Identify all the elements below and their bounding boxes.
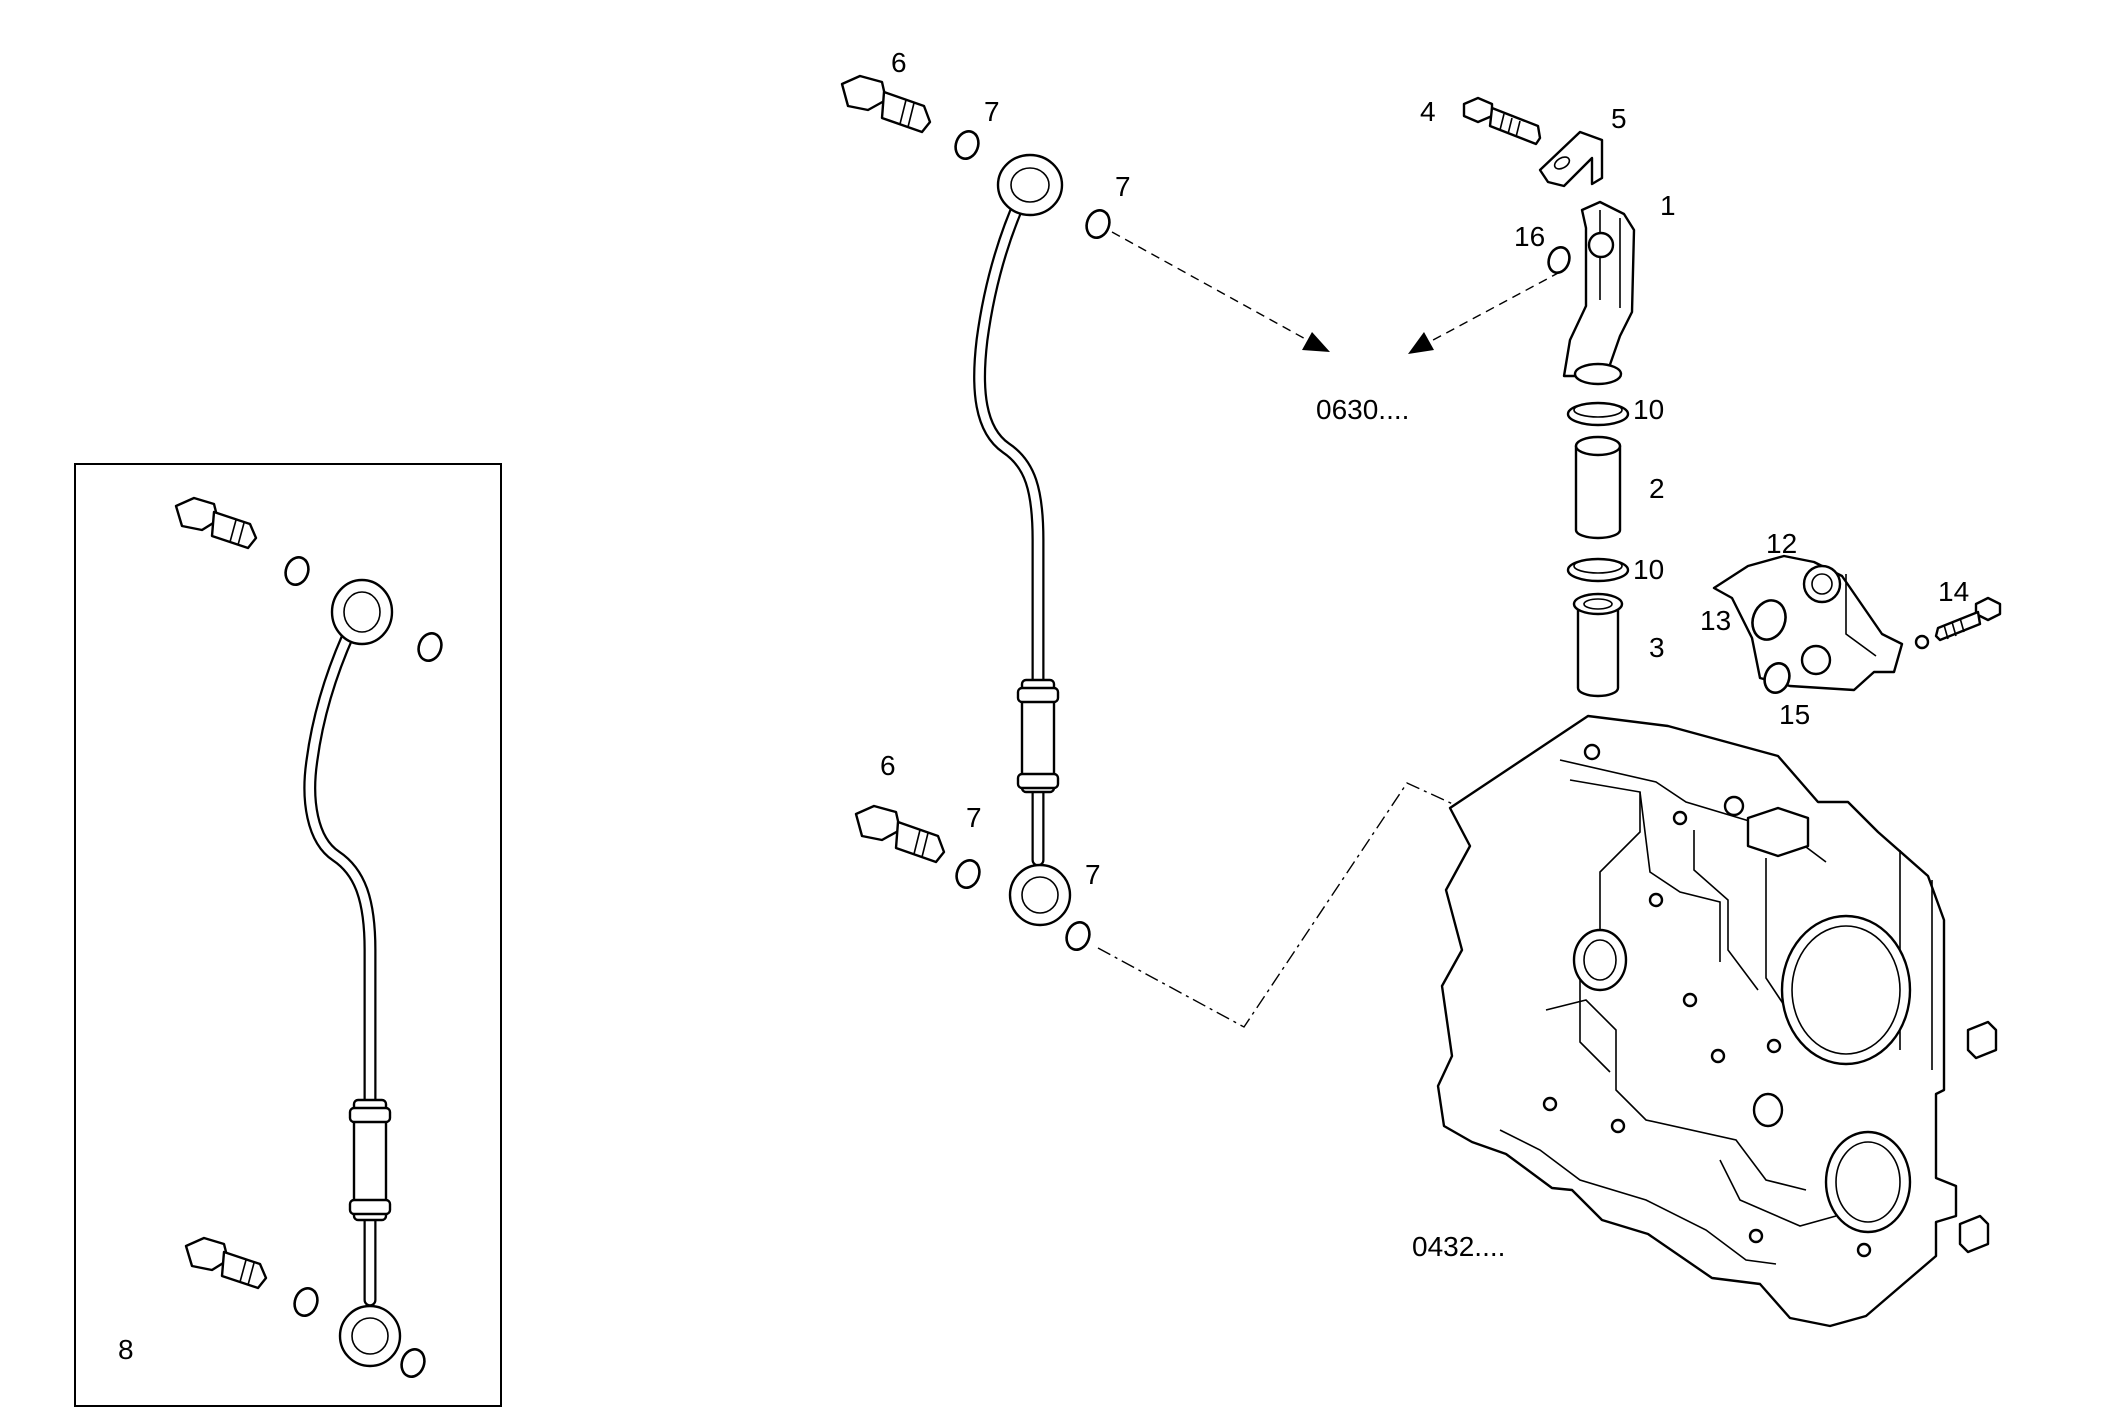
cover-plate-12 (1712, 554, 1930, 692)
callout-14: 14 (1938, 576, 1969, 607)
oil-pipe-assembly (840, 74, 1111, 951)
callout-7-b: 7 (1115, 171, 1131, 202)
elbow-pipe-1 (1562, 200, 1636, 386)
washer-7-a (954, 130, 980, 160)
washer-7-d (1065, 921, 1091, 951)
reference-0432: 0432.... (1412, 1231, 1505, 1262)
callout-1: 1 (1660, 190, 1676, 221)
sleeve-2 (1574, 435, 1622, 540)
callout-2: 2 (1649, 473, 1665, 504)
inset-oil-pipe (303, 578, 402, 1368)
callout-10-bottom: 10 (1633, 554, 1664, 585)
arrowhead-1 (1302, 332, 1330, 352)
callout-13: 13 (1700, 605, 1731, 636)
callout-5: 5 (1611, 103, 1627, 134)
inset-washer-4 (400, 1348, 426, 1378)
inset-washer-1 (284, 556, 310, 586)
timing-gear-housing (1436, 714, 1998, 1328)
o-ring-15 (1763, 662, 1791, 694)
washer-16 (1547, 246, 1571, 274)
banjo-bolt-bottom (854, 804, 946, 864)
callout-6-bottom: 6 (880, 750, 896, 781)
callout-15: 15 (1779, 699, 1810, 730)
callout-12: 12 (1766, 528, 1797, 559)
leader-16-to-0630 (1421, 271, 1561, 347)
clamp-10-top (1566, 401, 1630, 427)
callout-7-c: 7 (966, 802, 982, 833)
callout-8: 8 (118, 1334, 134, 1365)
bolt-4 (1462, 96, 1542, 146)
washer-7-c (955, 859, 981, 889)
kit-inset-panel: 8 (74, 463, 502, 1407)
inset-washer-3 (293, 1287, 319, 1317)
inset-banjo-bolt-top (174, 496, 258, 550)
callout-7-a: 7 (984, 96, 1000, 127)
callout-16: 16 (1514, 221, 1545, 252)
washer-7-b (1085, 209, 1111, 239)
callout-7-d: 7 (1085, 859, 1101, 890)
sleeve-3 (1572, 592, 1624, 698)
banjo-bolt-top (840, 74, 932, 134)
leader-washer-to-0630 (1111, 231, 1319, 347)
bolt-14 (1934, 596, 2002, 642)
callout-3: 3 (1649, 632, 1665, 663)
arrowhead-2 (1408, 332, 1434, 354)
inset-banjo-bolt-bottom (184, 1236, 268, 1290)
reference-0630: 0630.... (1316, 394, 1409, 425)
callout-10-top: 10 (1633, 394, 1664, 425)
clip-5 (1538, 130, 1604, 188)
clamp-10-bottom (1566, 557, 1630, 583)
gasket-13 (1751, 599, 1787, 641)
callout-6-top: 6 (891, 47, 907, 78)
callout-4: 4 (1420, 96, 1436, 127)
inset-washer-2 (417, 632, 443, 662)
